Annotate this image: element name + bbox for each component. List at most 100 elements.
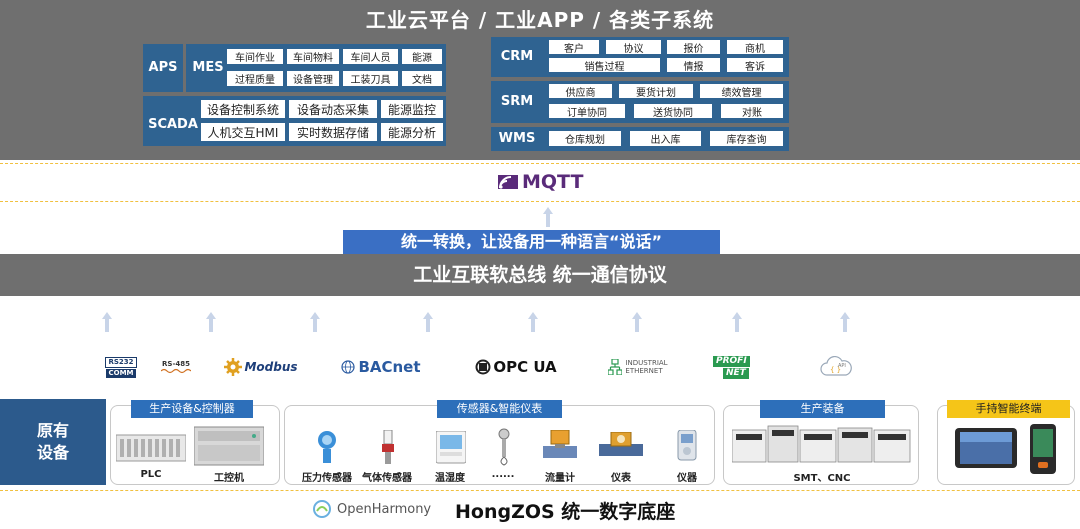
wms-cell: 库存查询 (710, 131, 783, 146)
mes-cell: 车间物料 (287, 49, 339, 64)
scada-cell: 设备控制系统 (201, 100, 285, 118)
temp-humidity-label: 温湿度 (435, 473, 465, 484)
modbus-logo: Modbus (222, 352, 300, 382)
mes-cell: 工装刀具 (343, 71, 398, 86)
scada-label: SCADA (148, 117, 198, 132)
gas-sensor-icon (380, 429, 396, 470)
original-devices-block: 原有 设备 (0, 399, 106, 485)
up-arrow-icon (527, 311, 539, 333)
conversion-banner: 统一转换，让设备用一种语言“说话” (343, 230, 720, 254)
rs232-label: RS232 (105, 356, 137, 368)
smt-cnc-label: SMT、CNC (793, 473, 851, 484)
mes-cell: 能源 (402, 49, 442, 64)
srm-cell: 供应商 (549, 84, 612, 99)
smt-line-icon (731, 422, 912, 470)
aps-block (143, 44, 183, 92)
production-equipment-tag: 生产装备 (760, 400, 885, 418)
up-arrow-icon (422, 311, 434, 333)
flow-meter-icon (543, 429, 577, 470)
wms-cell: 仓库规划 (549, 131, 621, 146)
rs485-logo: RS-485 (158, 352, 194, 382)
plc-device-icon (115, 431, 187, 469)
industrial-pc-label: 工控机 (214, 473, 244, 484)
sensor-instrument-group (284, 405, 715, 485)
crm-cell: 客诉 (727, 58, 783, 73)
rs232-logo: RS232 COMM (104, 352, 138, 382)
aps-label: APS (148, 60, 178, 75)
probe-sensor-icon (496, 428, 512, 470)
rs485-label: RS-485 (162, 360, 190, 368)
original-label-2: 设备 (36, 443, 69, 462)
dashed-divider (0, 201, 1080, 202)
wave-icon (161, 368, 191, 374)
mqtt-label: MQTT (522, 171, 584, 193)
wms-cell: 出入库 (630, 131, 701, 146)
plc-label: PLC (140, 469, 162, 480)
flow-meter-label: 流量计 (545, 473, 575, 484)
crm-label: CRM (500, 49, 534, 64)
crm-cell: 销售过程 (549, 58, 660, 73)
scada-cell: 设备动态采集 (289, 100, 377, 118)
opc-icon (475, 359, 491, 375)
mes-label: MES (192, 60, 224, 75)
up-arrow-icon (205, 311, 217, 333)
mes-cell: 设备管理 (287, 71, 339, 86)
bacnet-logo: BACnet (337, 352, 425, 382)
modbus-label: Modbus (244, 360, 298, 374)
handheld-terminal-tag: 手持智能终端 (947, 400, 1070, 418)
pressure-sensor-icon (315, 430, 339, 470)
network-icon (608, 359, 623, 375)
opcua-label: OPC UA (493, 358, 557, 376)
up-arrow-icon (101, 311, 113, 333)
crm-cell: 情报 (667, 58, 720, 73)
rs232-comm-label: COMM (106, 368, 136, 378)
industrial-ethernet-logo: INDUSTRIAL ETHERNET (603, 352, 673, 382)
openharmony-icon (313, 500, 331, 518)
openharmony-label: OpenHarmony (337, 501, 432, 517)
industrial-label: INDUSTRIAL (625, 359, 668, 367)
mqtt-logo: MQTT (498, 171, 583, 193)
net-label: NET (723, 367, 749, 379)
opcua-logo: OPC UA (470, 352, 562, 382)
temp-humidity-icon (435, 430, 467, 469)
globe-icon (341, 360, 356, 374)
srm-cell: 送货协同 (634, 104, 712, 119)
scada-cell: 能源监控 (381, 100, 443, 118)
software-bus-band: 工业互联软总线 统一通信协议 (0, 254, 1080, 296)
profinet-logo: PROFI NET (713, 352, 779, 382)
pressure-sensor-label: 压力传感器 (302, 473, 352, 484)
mes-cell: 过程质量 (227, 71, 283, 86)
api-logo: { } API (818, 352, 854, 382)
up-arrow-icon (839, 311, 851, 333)
sensor-instrument-tag: 传感器&智能仪表 (437, 400, 562, 418)
digital-base-title: HongZOS 统一数字底座 (455, 501, 676, 523)
svg-text:{ }: { } (830, 366, 841, 374)
crm-cell: 商机 (727, 40, 783, 55)
api-label: API (838, 363, 846, 369)
digital-base-band (0, 490, 1080, 529)
production-controller-tag: 生产设备&控制器 (131, 400, 253, 418)
scada-cell: 人机交互HMI (201, 123, 285, 141)
scada-cell: 能源分析 (381, 123, 443, 141)
up-arrow-icon (542, 206, 554, 228)
ethernet-label: ETHERNET (625, 367, 663, 375)
srm-cell: 订单协同 (549, 104, 625, 119)
meter-label: 仪表 (611, 473, 631, 484)
srm-cell: 对账 (721, 104, 783, 119)
profi-label: PROFI (713, 355, 750, 367)
up-arrow-icon (631, 311, 643, 333)
srm-cell: 绩效管理 (700, 84, 783, 99)
ellipsis-label: ...... (491, 469, 515, 480)
srm-label: SRM (500, 94, 534, 109)
instrument-label: 仪器 (677, 473, 697, 484)
crm-cell: 报价 (667, 40, 720, 55)
meter-icon (599, 431, 643, 468)
crm-cell: 客户 (549, 40, 599, 55)
cloud-api-icon: { } (820, 356, 852, 376)
instrument-icon (677, 429, 697, 470)
platform-title: 工业云平台 / 工业APP / 各类子系统 (365, 8, 715, 32)
openharmony-logo: OpenHarmony (312, 499, 431, 519)
mes-cell: 车间作业 (227, 49, 283, 64)
gas-sensor-label: 气体传感器 (362, 473, 412, 484)
